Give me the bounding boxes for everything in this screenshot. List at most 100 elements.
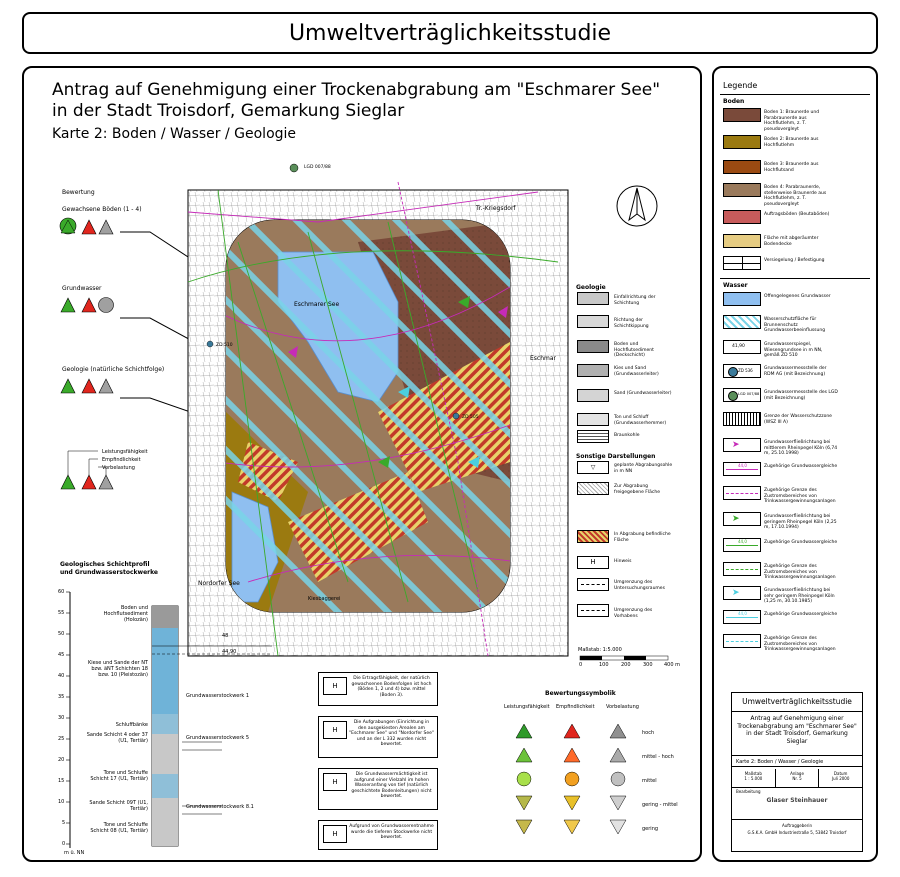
- wasser-label: Grenze der Wasserschutzzone (WSZ III A): [764, 414, 832, 425]
- wasser-label: Grundwasserfließrichtung bei mittlerem R…: [764, 440, 838, 456]
- wasser-label: Zugehörige Grenze des Zustromsbereiches …: [764, 636, 836, 652]
- map-label-zd510: ZD 510: [216, 342, 233, 348]
- geo-swatch-sand: [577, 389, 609, 402]
- geo-item: Richtung der Schichtkippung: [614, 318, 649, 329]
- zd-well-icon: [206, 340, 214, 348]
- scale-tick: 400 m: [664, 662, 681, 668]
- symbolik-row: gering - mittel: [642, 802, 678, 808]
- geo-swatch-kies: [577, 364, 609, 377]
- wasser-swatch: [723, 634, 761, 648]
- grundwasser-heading: Grundwasser: [62, 285, 102, 292]
- boden-label: Boden 1: Braunerde und Parabraunerde aus…: [764, 110, 820, 132]
- sonstige-title: Sonstige Darstellungen: [576, 453, 656, 460]
- profile-level: 44,90: [222, 649, 237, 655]
- wasser-swatch: 44,0: [723, 610, 761, 624]
- hinweis-marker: H: [323, 721, 347, 739]
- map-title-line1: Antrag auf Genehmigung einer Trockenabgr…: [52, 80, 661, 100]
- wasser-swatch: [723, 292, 761, 306]
- geologie-legend-title: Geologie: [576, 284, 606, 291]
- red-triangle-icon: [81, 378, 97, 394]
- geo-swatch-abgrabung: [577, 530, 609, 543]
- titleblock-auftraggeber: G.S.K.A. GmbH Industriestraße 5, 53842 T…: [747, 830, 847, 835]
- scale-bar: [579, 655, 669, 661]
- symbolik-col: Empfindlichkeit: [556, 704, 595, 710]
- profile-layer: Tone und Schluffe Schicht 17 (U1, Tertiä…: [90, 770, 148, 782]
- wasser-label: Zugehörige Grundwassergleiche: [764, 612, 838, 617]
- scale-label: Maßstab: 1:5.000: [578, 647, 622, 653]
- legend-boden-title: Boden: [723, 98, 745, 105]
- wasser-swatch: [723, 315, 761, 329]
- profile-layer: Tone und Schluffe Schicht 08 (U1, Tertiä…: [90, 822, 148, 834]
- key-label-3: Vorbelastung: [102, 465, 135, 471]
- sonstige-item: In Abgrabung befindliche Fläche: [614, 532, 671, 543]
- titleblock-header: Umweltverträglichkeitsstudie: [732, 693, 862, 712]
- geo-item: Sand (Grundwasserleiter): [614, 391, 672, 396]
- geologie-heading: Geologie (natürliche Schichtfolge): [62, 366, 165, 373]
- map-label-kriegsdorf: Tr.-Kriegsdorf: [475, 205, 516, 212]
- wasser-label: Grundwasserspiegel, Wiesengrundsee in m …: [764, 342, 823, 358]
- scale-tick: 0: [579, 662, 583, 668]
- wasser-swatch: 44,0: [723, 538, 761, 552]
- note-text: Aufgrund von Grundwasserentnahme wurde d…: [349, 824, 434, 840]
- profile-stockwerk: Grundwasserstockwerk 1: [186, 693, 250, 699]
- map-label-zd505: ZD 505: [462, 414, 479, 420]
- geo-swatch-umgrenzung: [577, 578, 609, 591]
- map-subtitle: Karte 2: Boden / Wasser / Geologie: [52, 126, 297, 142]
- boden-label: Boden 2: Braunerde aus Hochflutlehm: [764, 137, 819, 148]
- map-label-lgd: LGD 007/88: [304, 164, 331, 170]
- sonstige-item: Zur Abgrabung freigegebene Fläche: [614, 484, 660, 495]
- titleblock-bearbeitung: Bearbeitung: [736, 789, 761, 794]
- map-canvas: Eschmarer See Nordorfer See Tr.-Kriegsdo…: [187, 163, 569, 657]
- geo-item: Ton und Schluff (Grundwasserhemmer): [614, 415, 667, 426]
- key-label-2: Empfindlichkeit: [102, 457, 141, 463]
- legend-title: Legende: [723, 81, 758, 90]
- boeden-heading: Gewachsene Böden (1 - 4): [62, 206, 142, 213]
- symbolik-row: mittel: [642, 778, 657, 784]
- profile-layer: Boden und Hochflutsediment (Holozän): [103, 605, 148, 623]
- geo-swatch-hinweis: H: [577, 556, 609, 569]
- profile-tick: 60: [58, 589, 65, 595]
- wasser-swatch: [723, 486, 761, 500]
- zd-well-icon: [452, 412, 460, 420]
- wasser-label: Grundwasserfließrichtung bei geringem Rh…: [764, 514, 837, 530]
- boden-label: Versiegelung / Befestigung: [764, 258, 825, 263]
- titleblock-body: Antrag auf Genehmigung einer Trockenabgr…: [737, 715, 857, 745]
- geo-item: Braunkohle: [614, 433, 640, 438]
- sonstige-item: Umgrenzung des Vorhabens: [614, 608, 653, 619]
- wasser-swatch: [723, 412, 761, 426]
- red-triangle-icon: [81, 297, 97, 313]
- symbolik-col: Leistungsfähigkeit: [504, 704, 550, 710]
- map-label-nordorfer-see: Nordorfer See: [198, 580, 240, 587]
- boeden-rating-icons: [59, 217, 114, 235]
- profile-tick: 25: [58, 736, 65, 742]
- symbolik-row: gering: [642, 826, 659, 832]
- sonstige-item: Hinweis: [614, 559, 632, 564]
- profile-title2: und Grundwasserstockwerke: [60, 569, 158, 576]
- profile-layer: Sande Schicht 4 oder 37 (U1, Tertiär): [86, 732, 148, 744]
- boden-swatch: [723, 210, 761, 224]
- green-triangle-icon: [60, 378, 76, 394]
- title-block: Umweltverträglichkeitsstudie Antrag auf …: [731, 692, 863, 852]
- symbolik-grid: [515, 723, 627, 835]
- titleblock-auftraggeber-label: Auftraggeberin: [781, 823, 813, 828]
- boden-swatch: [723, 108, 761, 122]
- note-text: Die Ertragsfähigkeit, der natürlich gewa…: [351, 676, 432, 698]
- wasser-label: Zugehörige Grenze des Zustromsbereiches …: [764, 488, 836, 504]
- profile-layer: Schluffbänke: [115, 722, 148, 728]
- scale-tick: 100: [599, 662, 609, 668]
- sonstige-item: Umgrenzung des Untersuchungsraumes: [614, 580, 665, 591]
- map-label-eschmar: Eschmar: [530, 355, 557, 362]
- geological-profile: [66, 591, 272, 848]
- boden-swatch: [723, 183, 761, 197]
- hinweis-marker: H: [323, 677, 347, 695]
- key-label-1: Leistungsfähigkeit: [102, 449, 148, 455]
- symbolik-title: Bewertungssymbolik: [545, 690, 616, 697]
- note-text: Die Grundwassermächtigkeit ist aufgrund …: [351, 772, 432, 799]
- boden-swatch: [723, 256, 761, 270]
- profile-tick: 0: [62, 841, 66, 847]
- profile-tick: 55: [58, 610, 65, 616]
